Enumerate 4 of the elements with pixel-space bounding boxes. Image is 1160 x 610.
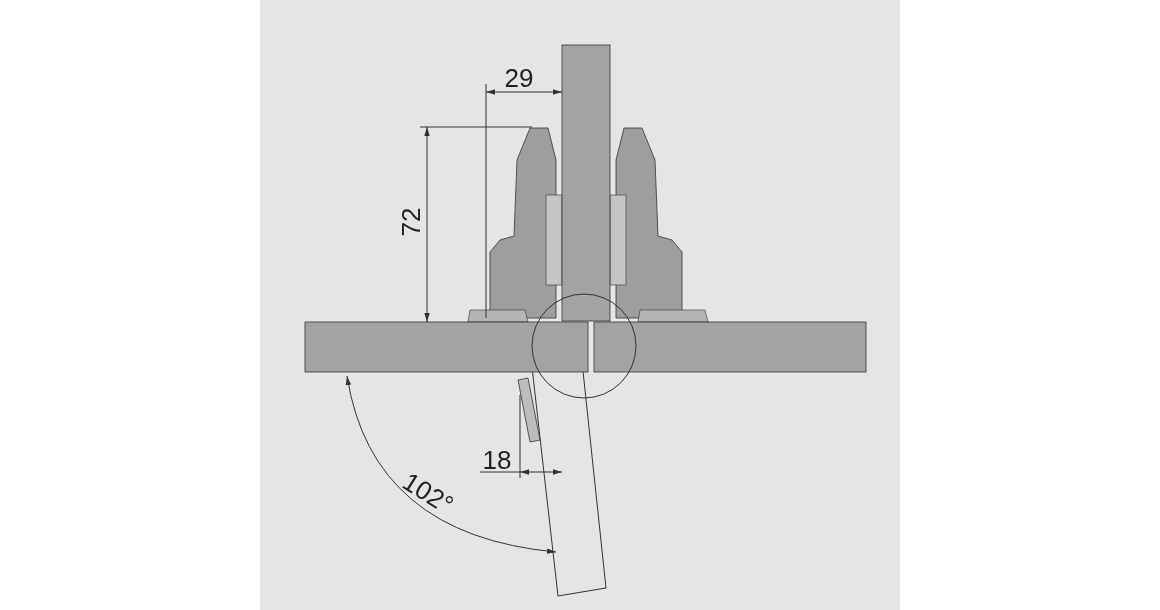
dimension-label: 18 xyxy=(482,447,512,473)
dimension-label: 102° xyxy=(398,467,458,519)
dimension-label: 72 xyxy=(398,207,424,237)
dimension-label: 29 xyxy=(504,65,534,91)
